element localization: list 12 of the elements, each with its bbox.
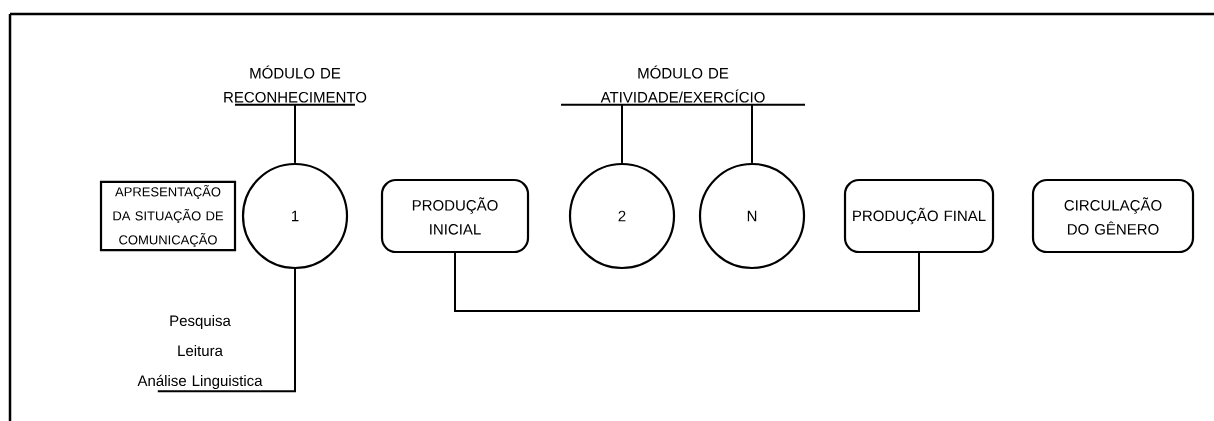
process-box: PRODUÇÃO FINAL	[843, 178, 995, 254]
process-box: CIRCULAÇÃO DO GÊNERO	[1031, 178, 1195, 254]
connector-line	[454, 252, 920, 313]
connector-line	[156, 268, 296, 393]
connector-line	[751, 103, 753, 164]
process-box: APRESENTAÇÃO DA SITUAÇÃO DE COMUNICAÇÃO	[99, 180, 237, 252]
module-heading: MÓDULO DE RECONHECIMENTO	[224, 65, 367, 106]
process-box: PRODUÇÃO INICIAL	[380, 178, 530, 254]
activity-list: Pesquisa Leitura Análise Linguistica	[137, 315, 263, 389]
module-heading: MÓDULO DE ATIVIDADE/EXERCÍCIO	[560, 65, 806, 106]
connector-line	[621, 103, 623, 164]
connector-line	[294, 103, 296, 164]
